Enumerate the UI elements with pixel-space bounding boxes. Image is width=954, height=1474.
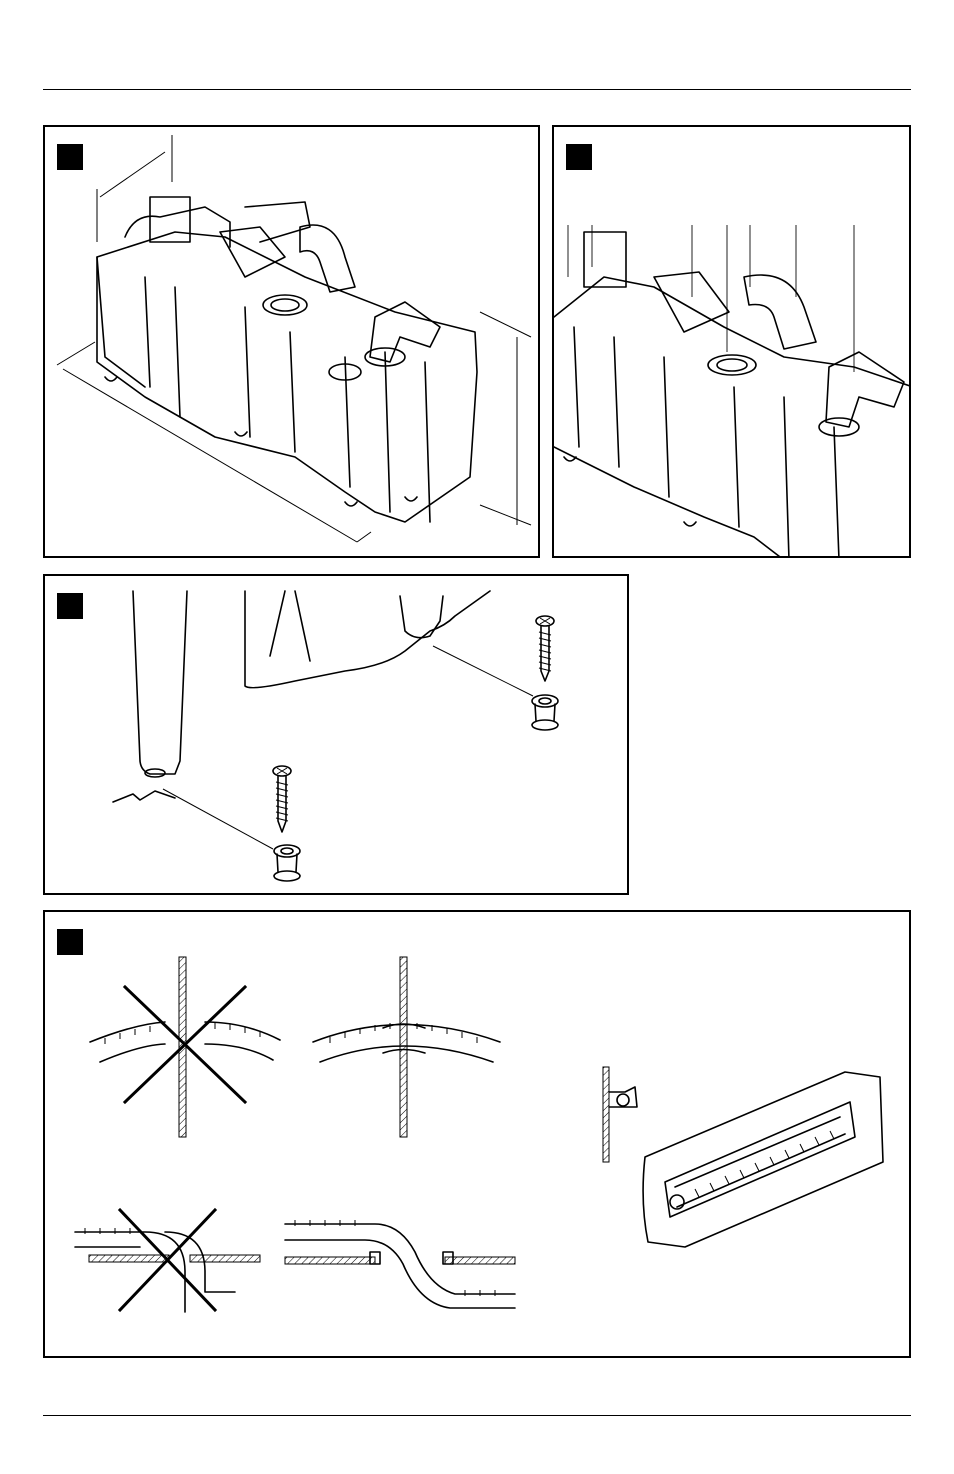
footer-rule xyxy=(43,1415,911,1416)
grommet-icon-front xyxy=(274,845,300,881)
tank-body xyxy=(554,277,911,558)
figure-tank-components xyxy=(552,125,911,558)
hose-clip-profile xyxy=(603,1067,637,1162)
callout-leaders xyxy=(568,225,854,372)
dimension-line-depth xyxy=(100,152,165,197)
dimension-line-length xyxy=(63,369,357,542)
screw-icon-front xyxy=(273,766,291,832)
tank-foot-outline xyxy=(133,591,187,774)
header-rule xyxy=(43,89,911,90)
figure-tank-dimensions xyxy=(43,125,540,558)
outlet-elbow xyxy=(370,302,440,362)
incorrect-hose-through-wall xyxy=(90,957,280,1137)
correct-hose-through-wall xyxy=(313,957,500,1137)
tank-components-drawing xyxy=(554,127,911,558)
grommet-icon-rear xyxy=(532,695,558,730)
valve-bracket xyxy=(584,232,626,287)
valve-bracket xyxy=(150,197,190,242)
screw-icon-rear xyxy=(536,616,554,681)
outlet-elbow xyxy=(826,352,904,427)
correct-hose-curve xyxy=(285,1220,515,1308)
tank-body xyxy=(97,232,477,522)
figure-hose-routing xyxy=(43,910,911,1358)
hose-routing-drawing xyxy=(45,912,911,1358)
tank-dimension-drawing xyxy=(45,127,540,558)
incorrect-hose-kink xyxy=(75,1210,260,1312)
elbow-fitting xyxy=(744,275,816,349)
leader-line-front xyxy=(163,789,273,849)
elbow-fitting xyxy=(300,225,355,292)
leader-line-rear xyxy=(433,646,533,696)
mounting-drawing xyxy=(45,576,629,895)
figure-mounting-fasteners xyxy=(43,574,629,895)
hose-mounting-rail xyxy=(643,1072,883,1247)
